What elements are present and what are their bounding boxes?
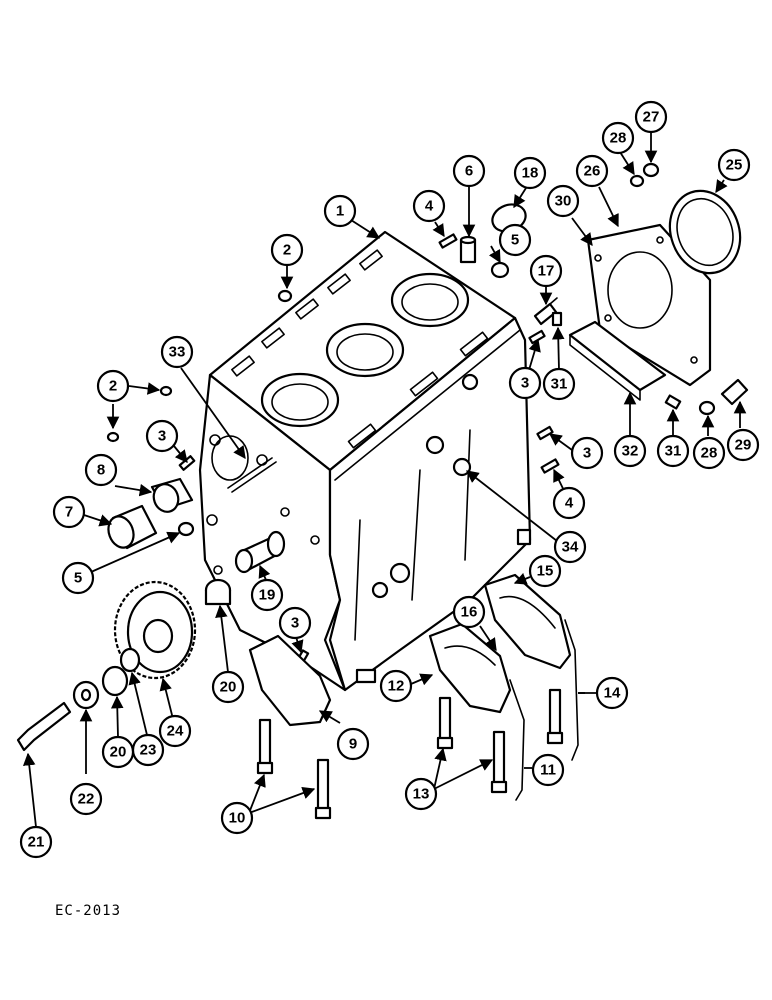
callout-26: 26 bbox=[575, 154, 609, 188]
svg-text:11: 11 bbox=[540, 762, 556, 779]
callout-5: 5 bbox=[61, 561, 95, 595]
svg-text:33: 33 bbox=[169, 344, 186, 361]
svg-text:31: 31 bbox=[665, 443, 682, 460]
callout-8: 8 bbox=[84, 453, 118, 487]
callout-4: 4 bbox=[412, 189, 446, 223]
svg-text:2: 2 bbox=[109, 378, 117, 395]
callout-1: 1 bbox=[323, 194, 357, 228]
callout-12: 12 bbox=[379, 669, 413, 703]
svg-text:6: 6 bbox=[465, 163, 473, 180]
svg-text:20: 20 bbox=[110, 744, 127, 761]
leader-lines bbox=[22, 131, 747, 828]
svg-text:2: 2 bbox=[283, 242, 291, 259]
callout-16: 16 bbox=[452, 595, 486, 629]
callout-20: 20 bbox=[101, 735, 135, 769]
callout-2: 2 bbox=[96, 369, 130, 403]
svg-text:10: 10 bbox=[229, 810, 246, 827]
svg-text:3: 3 bbox=[158, 428, 166, 445]
callout-20: 20 bbox=[211, 670, 245, 704]
svg-text:23: 23 bbox=[140, 742, 157, 759]
callout-14: 14 bbox=[595, 676, 629, 710]
svg-text:17: 17 bbox=[538, 263, 555, 280]
svg-text:12: 12 bbox=[388, 678, 405, 695]
callout-7: 7 bbox=[52, 495, 86, 529]
svg-text:34: 34 bbox=[562, 539, 579, 556]
callout-29: 29 bbox=[726, 428, 760, 462]
callout-34: 34 bbox=[553, 530, 587, 564]
callout-15: 15 bbox=[528, 554, 562, 588]
callout-31: 31 bbox=[542, 367, 576, 401]
callout-3: 3 bbox=[570, 436, 604, 470]
svg-text:13: 13 bbox=[413, 786, 430, 803]
svg-text:18: 18 bbox=[522, 165, 539, 182]
svg-text:4: 4 bbox=[425, 198, 434, 215]
svg-text:1: 1 bbox=[336, 203, 344, 220]
callout-3: 3 bbox=[508, 366, 542, 400]
svg-text:22: 22 bbox=[78, 791, 95, 808]
callout-24: 24 bbox=[158, 714, 192, 748]
svg-text:32: 32 bbox=[622, 443, 639, 460]
rear-seal-carrier bbox=[568, 162, 749, 416]
svg-text:4: 4 bbox=[565, 495, 574, 512]
svg-text:25: 25 bbox=[726, 157, 743, 174]
callout-3: 3 bbox=[145, 419, 179, 453]
svg-text:9: 9 bbox=[349, 736, 357, 753]
callout-21: 21 bbox=[19, 825, 53, 859]
callout-6: 6 bbox=[452, 154, 486, 188]
svg-text:8: 8 bbox=[97, 462, 105, 479]
svg-text:19: 19 bbox=[259, 587, 276, 604]
callout-3: 3 bbox=[278, 606, 312, 640]
callout-11: 11 bbox=[531, 753, 565, 787]
svg-text:31: 31 bbox=[551, 376, 568, 393]
svg-text:7: 7 bbox=[65, 504, 73, 521]
callout-25: 25 bbox=[717, 148, 751, 182]
idler-gear bbox=[16, 580, 197, 752]
callout-2: 2 bbox=[270, 233, 304, 267]
callout-13: 13 bbox=[404, 777, 438, 811]
callouts: 1 2 2 3 3 3 3 4 4 5 5 6 7 8 9 10 11 12 1… bbox=[19, 100, 760, 859]
callout-17: 17 bbox=[529, 254, 563, 288]
svg-text:15: 15 bbox=[537, 563, 554, 580]
callout-33: 33 bbox=[160, 335, 194, 369]
callout-27: 27 bbox=[634, 100, 668, 134]
callout-4: 4 bbox=[552, 486, 586, 520]
figure-reference-code: EC-2013 bbox=[55, 903, 122, 919]
svg-text:28: 28 bbox=[610, 130, 627, 147]
callout-9: 9 bbox=[336, 727, 370, 761]
callout-31: 31 bbox=[656, 434, 690, 468]
svg-text:3: 3 bbox=[583, 445, 591, 462]
callout-30: 30 bbox=[546, 184, 580, 218]
callout-22: 22 bbox=[69, 782, 103, 816]
callout-23: 23 bbox=[131, 733, 165, 767]
svg-text:5: 5 bbox=[74, 570, 82, 587]
callout-5: 5 bbox=[498, 223, 532, 257]
callout-10: 10 bbox=[220, 801, 254, 835]
svg-text:26: 26 bbox=[584, 163, 601, 180]
svg-text:16: 16 bbox=[461, 604, 478, 621]
svg-text:3: 3 bbox=[291, 615, 299, 632]
svg-text:28: 28 bbox=[701, 445, 718, 462]
callout-18: 18 bbox=[513, 156, 547, 190]
callout-28: 28 bbox=[601, 121, 635, 155]
svg-text:30: 30 bbox=[555, 193, 572, 210]
svg-text:21: 21 bbox=[28, 834, 45, 851]
svg-text:29: 29 bbox=[735, 437, 752, 454]
callout-19: 19 bbox=[250, 578, 284, 612]
svg-text:24: 24 bbox=[167, 723, 184, 740]
svg-text:20: 20 bbox=[220, 679, 237, 696]
callout-28: 28 bbox=[692, 436, 726, 470]
svg-text:27: 27 bbox=[643, 109, 660, 126]
callout-32: 32 bbox=[613, 434, 647, 468]
svg-text:14: 14 bbox=[604, 685, 621, 702]
svg-text:5: 5 bbox=[511, 232, 519, 249]
svg-text:3: 3 bbox=[521, 375, 529, 392]
